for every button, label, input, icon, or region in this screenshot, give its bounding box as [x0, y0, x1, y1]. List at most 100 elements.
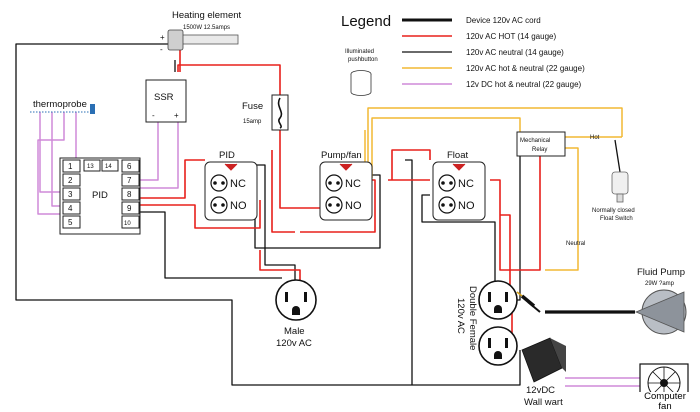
- pid-terminal-right-3: [121, 201, 140, 215]
- float-switch-line2: Float Switch: [600, 216, 633, 222]
- relay-1-pin-a-0: [328, 181, 332, 185]
- mech-relay-line2: Relay: [532, 147, 547, 153]
- wire-hot-relay-link: [271, 150, 295, 233]
- pump-spec: 29W ?amp: [645, 281, 675, 287]
- pid-terminal-left-3: [62, 201, 81, 215]
- wire-yellow-neutral: [545, 147, 579, 271]
- relay-1-pin-a-1: [328, 203, 332, 207]
- fuse-rating: 15amp: [243, 119, 262, 125]
- wire-pid-ssr-b: [140, 122, 179, 189]
- relay-2-title: Float: [447, 150, 468, 161]
- relay-0-no-label: NO: [230, 200, 247, 212]
- pid-terminal-left-label-0: 1: [68, 162, 73, 171]
- outlet-lower-face-icon: [478, 326, 518, 366]
- pid-terminal-right-label-2: 8: [127, 190, 132, 199]
- heater-head: [167, 29, 184, 51]
- thermoprobe-tip-icon: [90, 104, 95, 114]
- ssr-plus: +: [174, 111, 179, 120]
- male-plug-line2: 120v AC: [276, 338, 312, 349]
- wire-hot-mech: [500, 214, 511, 288]
- wire-float-neutral: [421, 194, 496, 290]
- pid-terminal-right-label-1: 7: [127, 176, 132, 185]
- pushbutton-line1: Illuminated: [345, 49, 374, 55]
- wire-float-black: [405, 159, 413, 385]
- relay-0-nc-label: NC: [230, 178, 246, 190]
- male-plug: Male 120v AC: [275, 279, 317, 349]
- heater-rod: [181, 34, 239, 45]
- outlet-upper-ground: [494, 305, 502, 313]
- outlet-upper: [478, 280, 518, 320]
- relay-2-pin-a-1: [441, 203, 445, 207]
- outlet-upper-face-icon: [478, 280, 518, 320]
- wire-hot-down: [259, 250, 301, 285]
- wire-hot-float-out: [490, 155, 541, 271]
- relay-2-pin-b-1: [449, 203, 453, 207]
- pid-terminal-right-2: [121, 187, 140, 201]
- legend-label-2: 120v AC neutral (14 gauge): [466, 48, 564, 57]
- relay-1-nc-label: NC: [345, 178, 361, 190]
- float-switch-stem-icon: [616, 193, 624, 203]
- outlet-lower: [478, 326, 518, 366]
- pid-label: PID: [92, 190, 108, 201]
- pid-terminal-left-4: [62, 215, 81, 229]
- pump-impeller-icon: [634, 291, 685, 333]
- pump-plug-icon: [520, 294, 536, 308]
- relay-0-pin-b-1: [221, 203, 225, 207]
- wall-wart-line1: 12vDC: [526, 385, 555, 396]
- pid-terminal-mid-label-1: 14: [105, 164, 112, 170]
- pid-terminal-mid-1: [101, 159, 119, 172]
- pid-terminal-right-0: [121, 159, 140, 173]
- relay-2-contact-nc-icon: [438, 174, 456, 192]
- legend-label-3: 120v AC hot & neutral (22 gauge): [466, 64, 585, 73]
- fuse-element-icon: [277, 97, 283, 129]
- wire-mech-neutral: [505, 155, 521, 301]
- float-switch: Normally closed Float Switch: [592, 171, 635, 222]
- wire-hot-pid-relay-b: [140, 200, 261, 229]
- heating-element: Heating element 1500W 12.5amps + -: [160, 10, 242, 54]
- pid-terminal-right-label-0: 6: [127, 162, 132, 171]
- legend-label-0: Device 120v AC cord: [466, 16, 541, 25]
- outlet-upper-slot-b: [505, 292, 508, 302]
- relay-0-contact-no-icon: [210, 196, 228, 214]
- male-plug-face-icon: [275, 279, 317, 321]
- float-switch-line1: Normally closed: [592, 208, 635, 214]
- pump-plug: [516, 291, 536, 308]
- illuminated-pushbutton: Illuminated pushbutton: [345, 49, 378, 96]
- fan-hub-icon: [660, 379, 668, 387]
- pid-terminal-left-2: [62, 187, 81, 201]
- male-plug-slot-left: [285, 292, 288, 302]
- fan-label-line1: Computer: [644, 391, 686, 402]
- relay-2-pin-a-0: [441, 181, 445, 185]
- pid-terminal-right-1: [121, 173, 140, 187]
- wire-probe-2: [51, 112, 60, 207]
- wire-hot-float-up: [391, 149, 431, 180]
- relay-0-pin-a-0: [213, 181, 217, 185]
- wire-hot-pid-relay: [140, 159, 205, 199]
- fuse: Fuse 15amp: [242, 94, 289, 131]
- male-plug-slot-right: [304, 292, 307, 302]
- pid-terminal-left-label-2: 3: [68, 190, 73, 199]
- relay-1-contact-nc-icon: [325, 174, 343, 192]
- neutral-wires: [15, 43, 656, 411]
- wall-wart-line2: Wall wart: [524, 397, 563, 408]
- relay-0-contact-nc-icon: [210, 174, 228, 192]
- wire-probe-3: [37, 112, 65, 215]
- pid-terminal-right-label-3: 9: [127, 204, 132, 213]
- mech-relay-neutral: Neutral: [566, 241, 585, 247]
- mech-relay-hot: Hot: [590, 135, 600, 141]
- relay-0-title: PID: [219, 150, 235, 161]
- heater-plus: +: [160, 33, 165, 42]
- double-female-outlet: Double Female 120v AC: [455, 280, 518, 366]
- relay-1-no-label: NO: [345, 200, 362, 212]
- outlet-upper-slot-a: [488, 292, 491, 302]
- legend-title: Legend: [341, 13, 391, 30]
- ssr-label: SSR: [154, 92, 174, 103]
- pushbutton-line2: pushbutton: [348, 57, 378, 63]
- thermoprobe-label: thermoprobe: [33, 99, 87, 110]
- wire-pid-relay-black: [255, 164, 296, 285]
